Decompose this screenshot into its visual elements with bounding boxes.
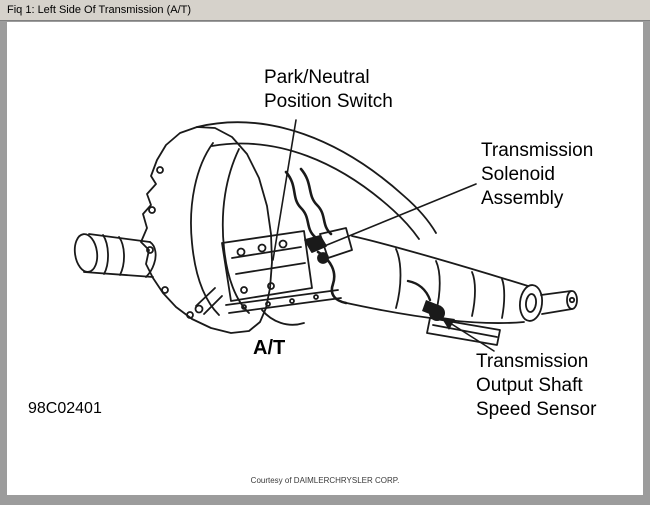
label-line: Assembly [481, 188, 564, 209]
label-line: Park/Neutral [264, 67, 370, 88]
label-line: Transmission [481, 140, 594, 161]
figure-caption-bar: Fiq 1: Left Side Of Transmission (A/T) [0, 0, 650, 21]
label-transmission-solenoid-assembly: Transmission Solenoid Assembly [481, 139, 593, 211]
label-line: Solenoid [481, 164, 555, 185]
courtesy-note: Courtesy of DAIMLERCHRYSLER CORP. [250, 476, 400, 485]
label-line: Speed Sensor [476, 399, 597, 420]
label-line: Output Shaft [476, 375, 583, 396]
label-line: Position Switch [264, 91, 393, 112]
label-line: Transmission [476, 351, 589, 372]
figure-caption: Fiq 1: Left Side Of Transmission (A/T) [7, 4, 192, 16]
label-output-shaft-speed-sensor: Transmission Output Shaft Speed Sensor [476, 350, 596, 422]
figure-number: 98C02401 [28, 400, 102, 417]
label-transmission-type: A/T [253, 337, 286, 359]
label-park-neutral-switch: Park/Neutral Position Switch [264, 66, 393, 114]
